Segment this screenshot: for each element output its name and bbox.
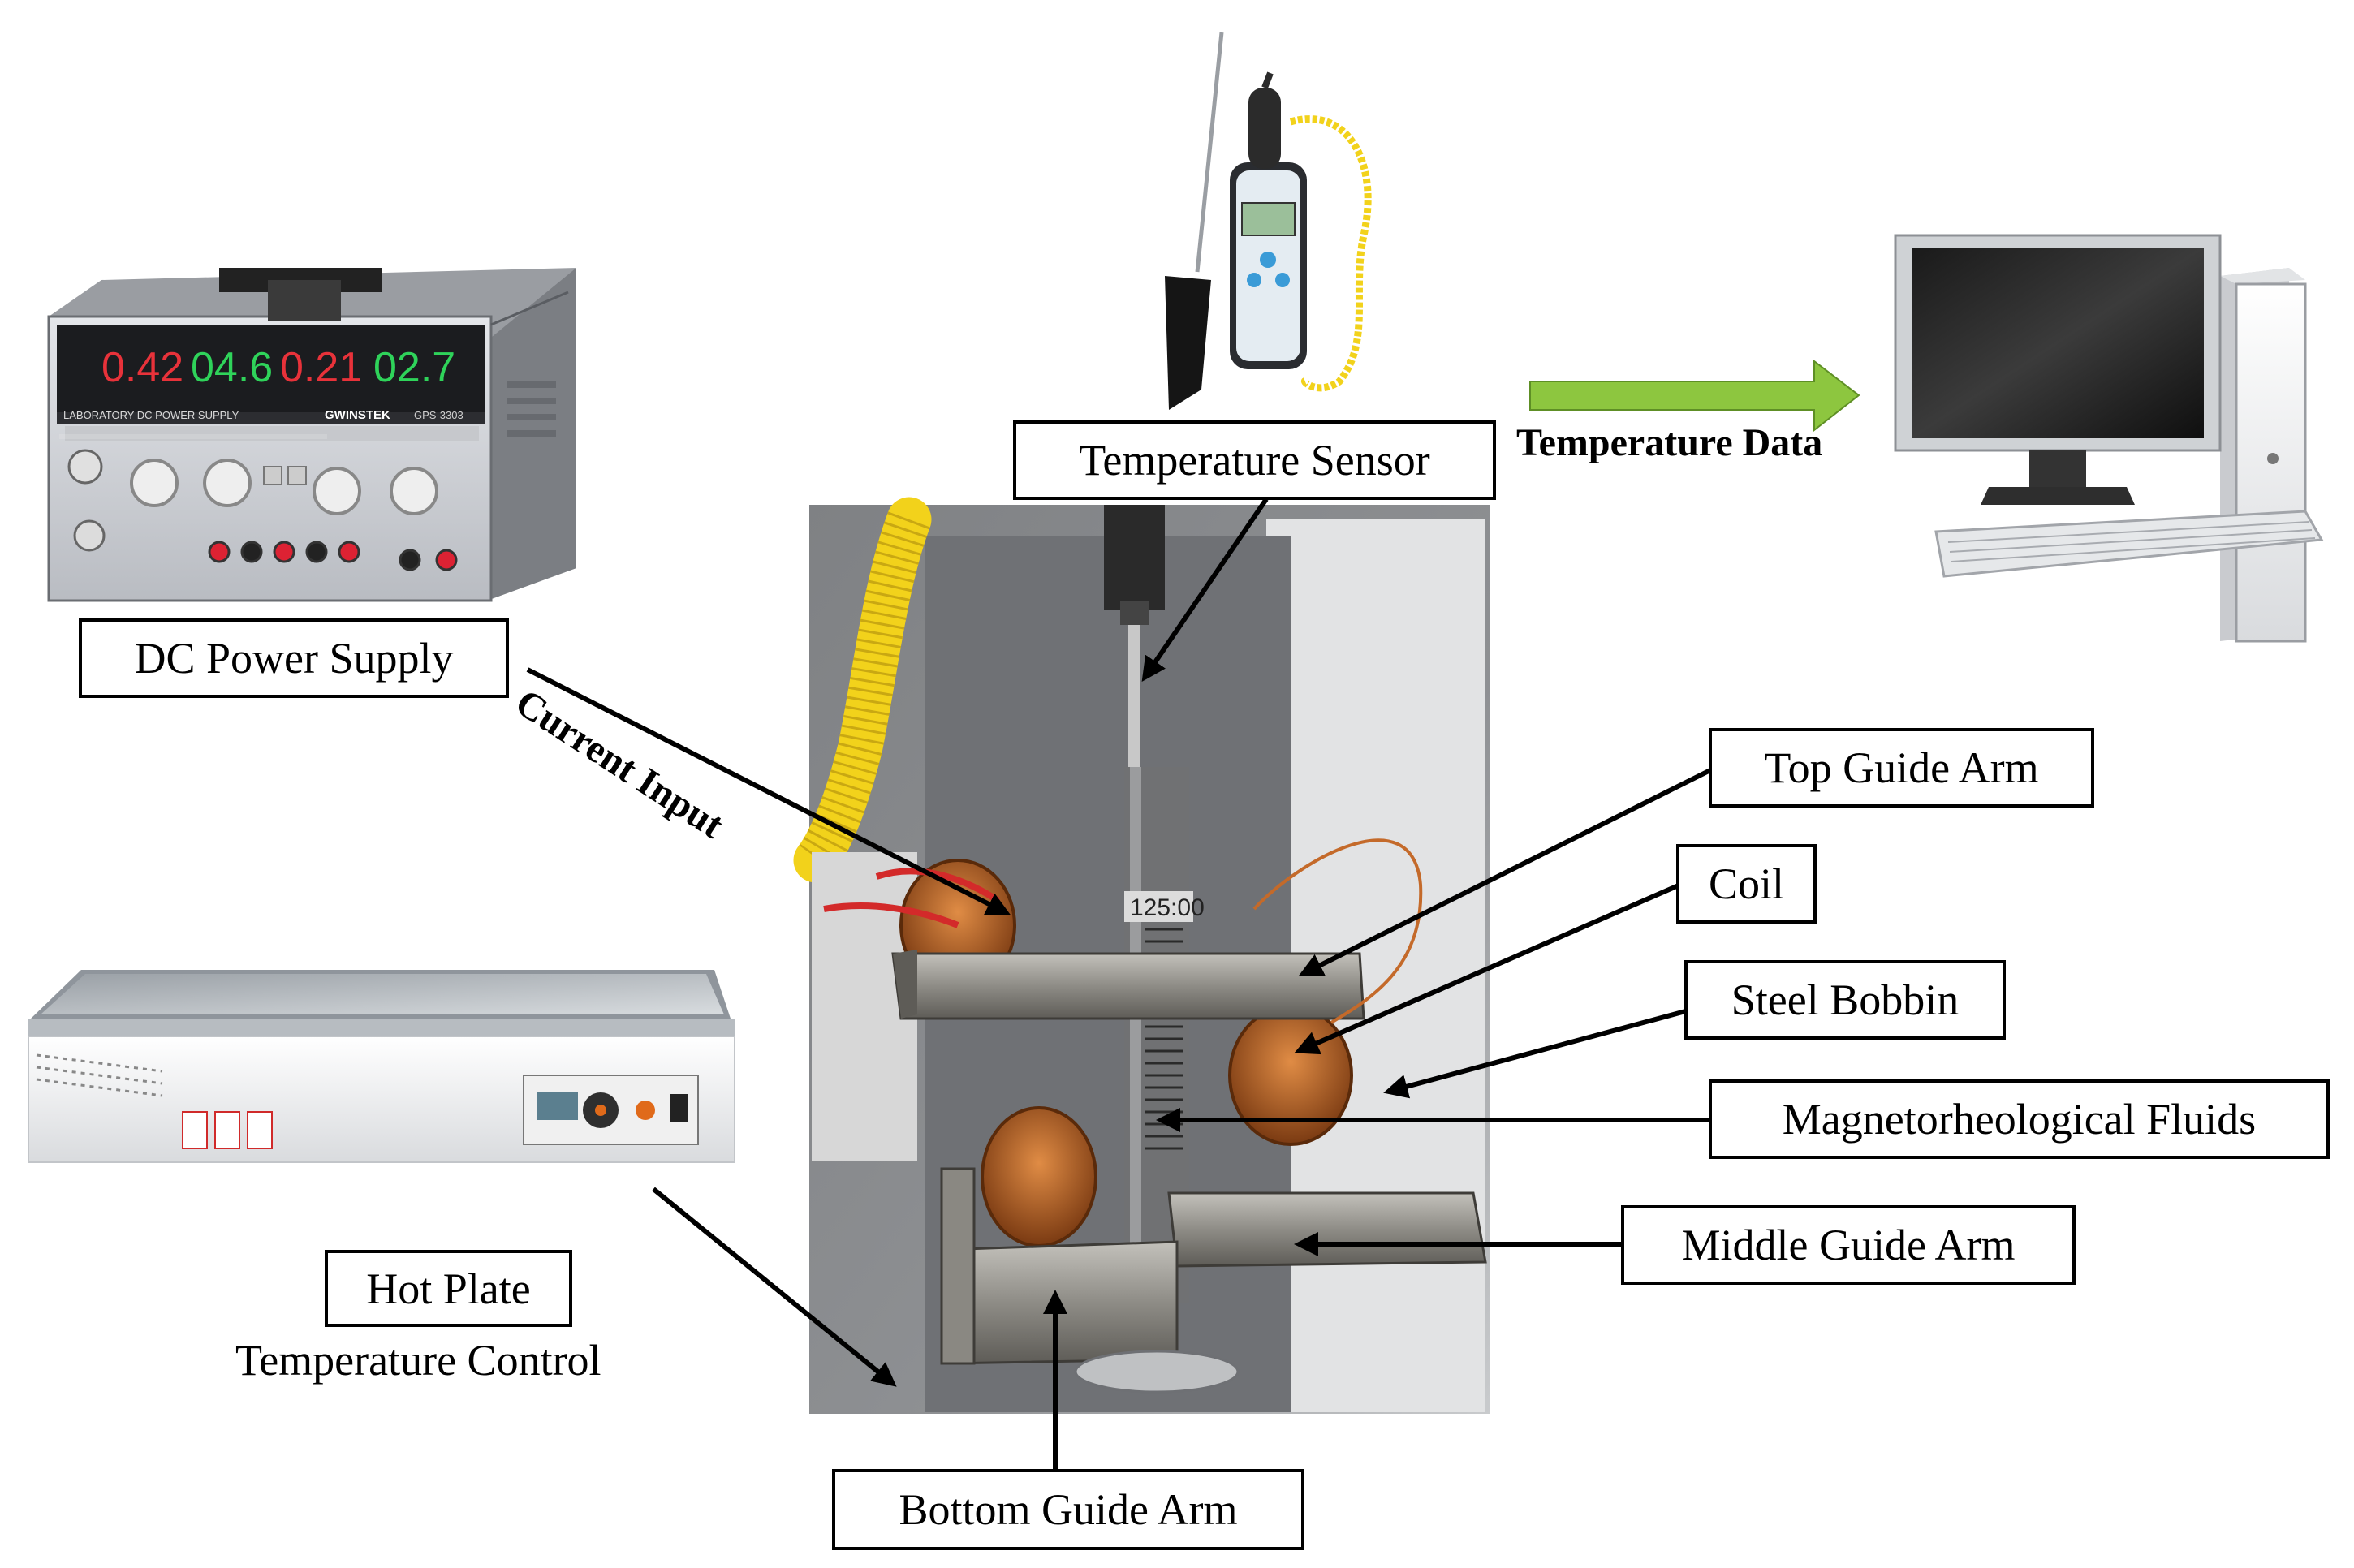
temperature-sensor-label: Temperature Sensor — [1013, 420, 1496, 500]
computer-image — [1894, 234, 2324, 643]
ps-brand: GWINSTEK — [325, 408, 390, 422]
arrow-hot-plate — [652, 1187, 897, 1387]
temperature-control-label: Temperature Control — [235, 1336, 601, 1385]
temperature-data-arrow — [1529, 359, 1860, 433]
arrow-temperature-sensor — [1141, 498, 1269, 682]
ps-readout-2: 04.6 — [191, 344, 273, 391]
hot-plate-label: Hot Plate — [325, 1250, 572, 1327]
thermometer-image — [1165, 32, 1372, 410]
top-guide-arm-label: Top Guide Arm — [1709, 728, 2094, 808]
ps-readout-3: 0.21 — [280, 344, 362, 391]
arrow-steel-bobbin — [1383, 1008, 1689, 1099]
dc-power-supply-image — [47, 268, 576, 602]
arrow-current-input — [526, 667, 1011, 915]
temperature-data-label: Temperature Data — [1516, 421, 1823, 464]
dc-power-supply-label: DC Power Supply — [79, 618, 509, 698]
bottom-guide-arm-label: Bottom Guide Arm — [832, 1469, 1304, 1550]
hot-plate-image — [28, 970, 735, 1163]
coil-label: Coil — [1676, 844, 1817, 924]
ps-model: GPS-3303 — [414, 409, 463, 421]
mr-fluids-label: Magnetorheological Fluids — [1709, 1079, 2330, 1159]
ps-panel-title: LABORATORY DC POWER SUPPLY — [63, 409, 239, 421]
scale-reading: 125:00 — [1130, 894, 1205, 921]
apparatus-photo — [793, 497, 1490, 1414]
ps-readout-4: 02.7 — [373, 344, 455, 391]
steel-bobbin-label: Steel Bobbin — [1684, 960, 2006, 1040]
ps-readout-1: 0.42 — [101, 344, 183, 391]
arrow-top-guide-arm — [1298, 765, 1718, 976]
leader-arrows — [526, 498, 1718, 1473]
ps-display-text: 0.42 04.6 0.21 02.7 LABORATORY DC POWER … — [63, 344, 463, 422]
arrow-coil — [1294, 882, 1682, 1055]
middle-guide-arm-label: Middle Guide Arm — [1621, 1205, 2076, 1285]
